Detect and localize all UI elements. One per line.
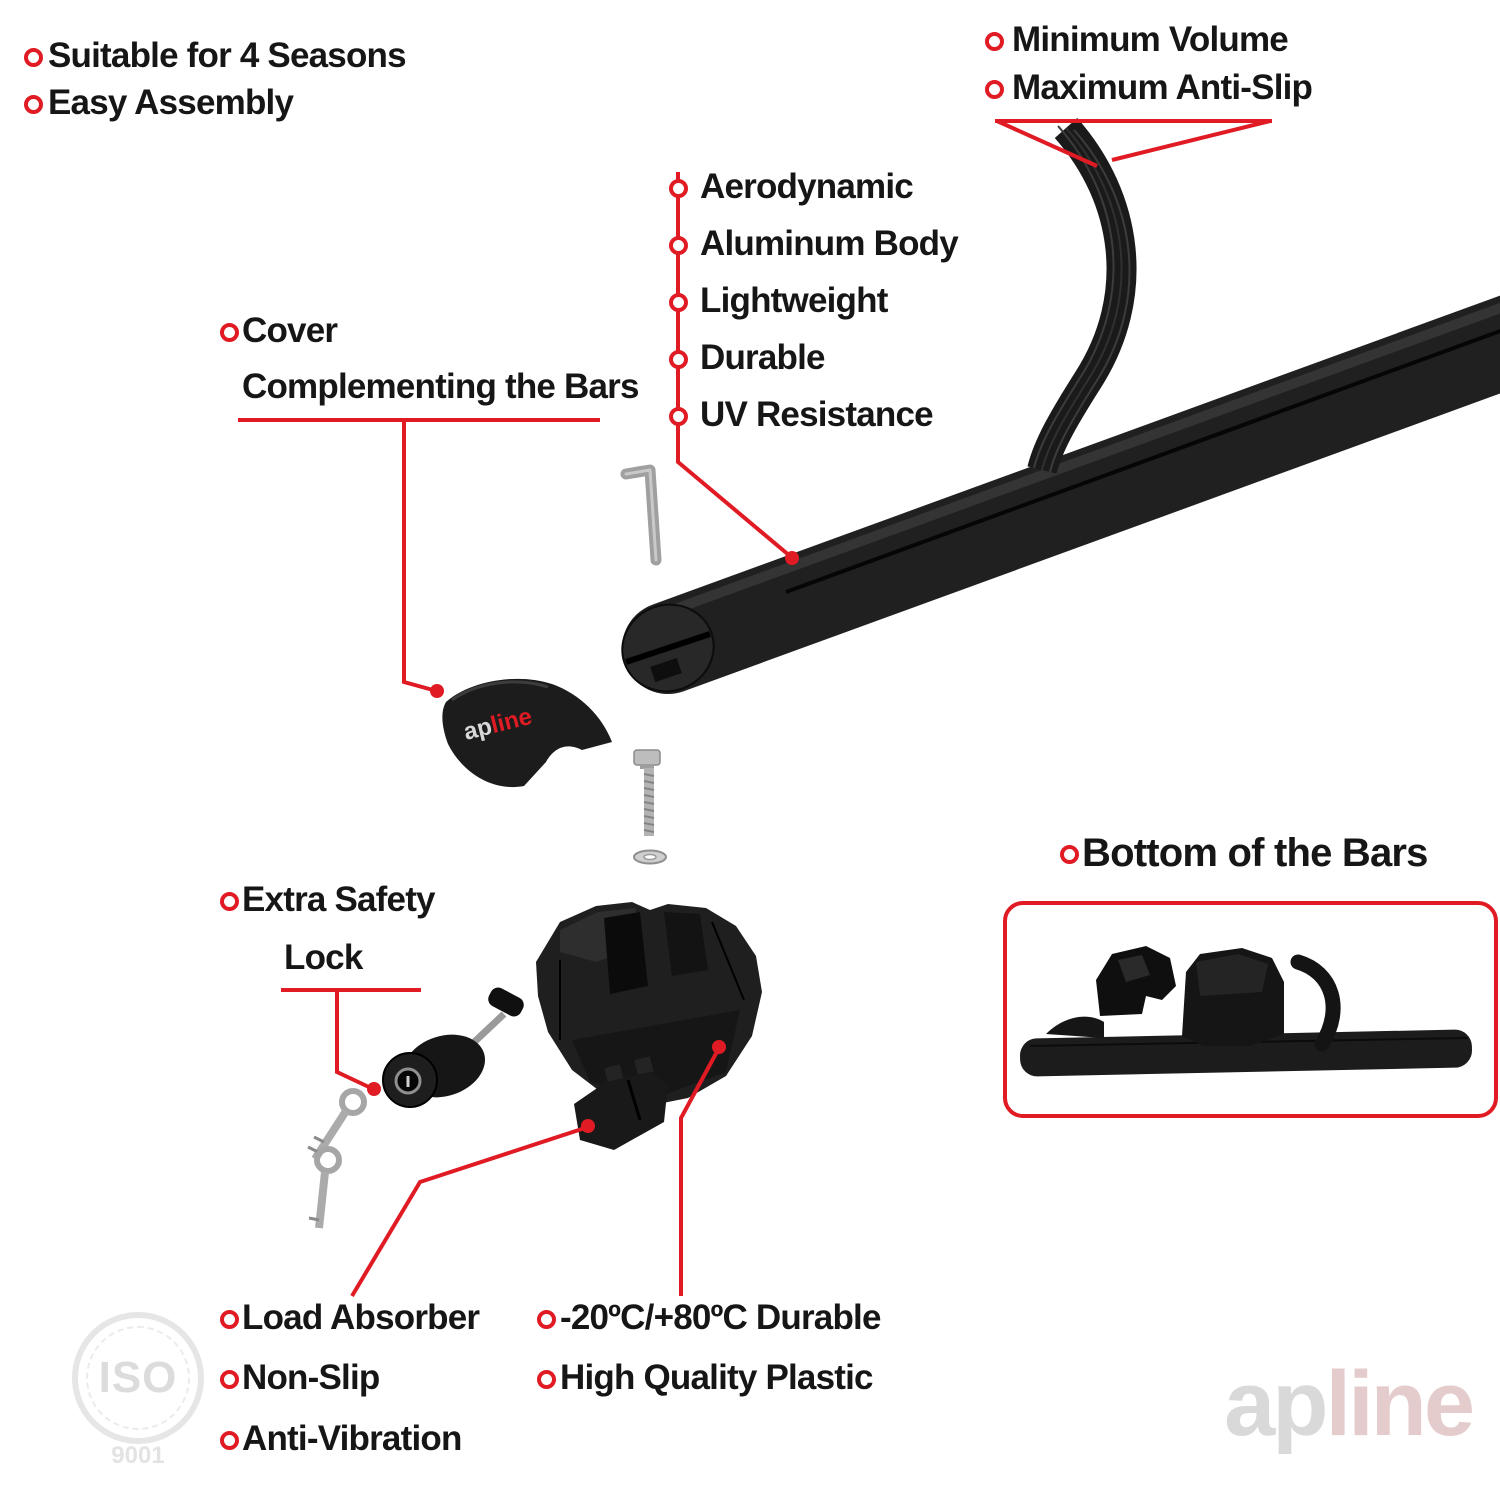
bolt (633, 749, 661, 836)
feature-aerodynamic: Aerodynamic (700, 167, 914, 206)
feature-minimum-volume: Minimum Volume (1012, 20, 1289, 59)
bullet-icon (668, 349, 688, 369)
mounting-bracket (536, 902, 762, 1106)
feature-maximum-anti-slip: Maximum Anti-Slip (1012, 68, 1313, 107)
bullet-icon (668, 178, 688, 198)
feature-durable: Durable (700, 338, 826, 377)
bullet-icon (984, 79, 1004, 99)
bottom-of-bars-box (1003, 901, 1498, 1118)
bullet-icon (23, 47, 43, 67)
bullet-icon (219, 322, 239, 342)
feature-suitable-4-seasons: Suitable for 4 Seasons (48, 36, 407, 75)
leader-lines (238, 119, 1272, 1298)
feature-temperature-durable: -20ºC/+80ºC Durable (560, 1298, 881, 1337)
bullet-icon (668, 406, 688, 426)
feature-non-slip: Non-Slip (242, 1358, 380, 1397)
brand-watermark-line: line (1325, 1353, 1475, 1455)
iso-watermark: ISO 9001 (72, 1312, 204, 1469)
bullet-icon (219, 1309, 239, 1329)
bottom-view-bar (1020, 1016, 1472, 1077)
feature-aluminum-body: Aluminum Body (700, 224, 959, 263)
end-cap-cover: apline (442, 678, 612, 788)
feature-lightweight: Lightweight (700, 281, 888, 320)
bullet-icon (984, 31, 1004, 51)
feature-load-absorber: Load Absorber (242, 1298, 480, 1337)
bottom-of-bars-label: Bottom of the Bars (1082, 831, 1428, 875)
load-absorber-pad (574, 1056, 668, 1150)
allen-key-icon (620, 464, 662, 566)
cover-label-line1: Cover (242, 311, 338, 350)
rubber-strip (1027, 118, 1137, 474)
bullet-icon (668, 235, 688, 255)
bullet-icon (668, 292, 688, 312)
keys (307, 1088, 367, 1229)
bullet-icon (1059, 844, 1079, 864)
bottom-view-clamp (1096, 946, 1341, 1052)
brand-watermark-ap: ap (1224, 1353, 1328, 1455)
bullet-icon (219, 1430, 239, 1450)
safety-lock (382, 987, 524, 1108)
bullet-icon (219, 1369, 239, 1389)
feature-easy-assembly: Easy Assembly (48, 83, 294, 122)
bullet-icon (536, 1309, 556, 1329)
bullet-icon (219, 891, 239, 911)
bullet-icon (536, 1369, 556, 1389)
bullet-icon (23, 94, 43, 114)
iso-watermark-ring (86, 1326, 190, 1430)
brand-watermark: apline (1224, 1358, 1475, 1450)
feature-anti-vibration: Anti-Vibration (242, 1419, 462, 1458)
crossbar (621, 295, 1500, 694)
washer (633, 849, 667, 865)
lock-label-line1: Extra Safety (242, 880, 436, 919)
feature-high-quality-plastic: High Quality Plastic (560, 1358, 874, 1397)
feature-uv-resistance: UV Resistance (700, 395, 934, 434)
lock-label-line2: Lock (284, 938, 363, 977)
iso-watermark-number: 9001 (111, 1442, 165, 1469)
cover-label-line2: Complementing the Bars (242, 367, 639, 406)
